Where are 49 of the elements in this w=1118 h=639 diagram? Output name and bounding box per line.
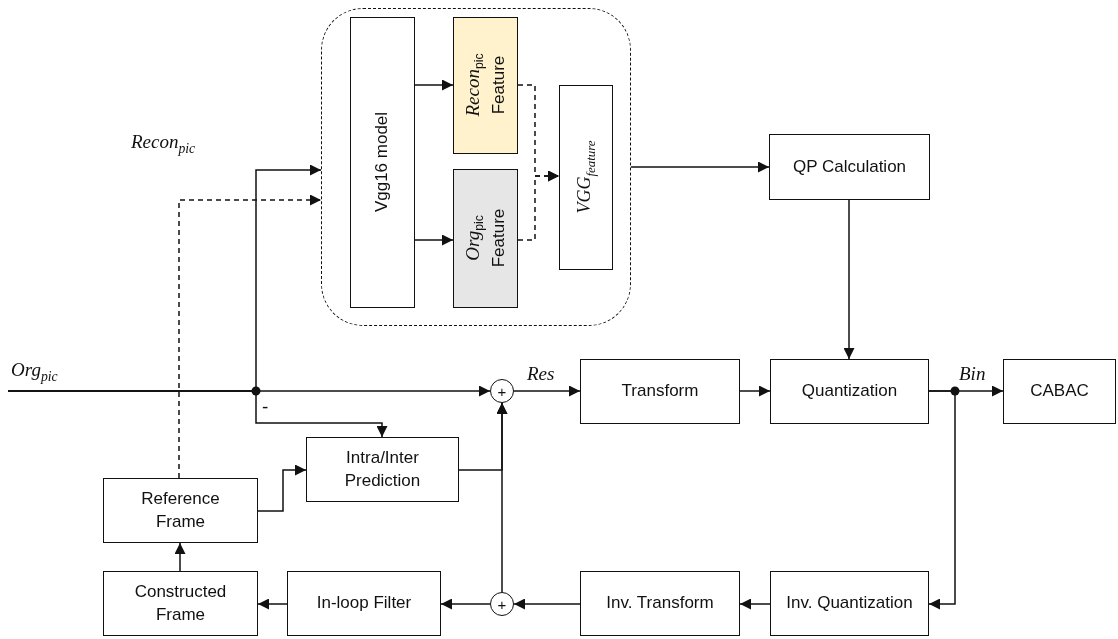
arrow xyxy=(7,390,388,438)
arrow xyxy=(440,598,491,610)
arrow xyxy=(739,385,771,397)
feature-box xyxy=(452,16,518,154)
node-label: QP Calculation xyxy=(792,155,907,178)
node-label: Constructed Frame xyxy=(133,580,228,626)
node-label: Reference Frame xyxy=(140,487,221,533)
arrow xyxy=(496,402,508,593)
process-box xyxy=(769,134,930,200)
node-label: Transform xyxy=(621,380,699,403)
process-box xyxy=(306,437,459,502)
arrow xyxy=(257,598,288,610)
process-box xyxy=(580,359,740,424)
dashed-group-box xyxy=(321,8,631,326)
node-label: Vgg16 model xyxy=(370,111,392,213)
node-label: Inv. Quantization xyxy=(786,592,913,615)
node-label: Quantization xyxy=(801,380,898,403)
arrow xyxy=(928,390,956,610)
arrow xyxy=(513,385,581,397)
node-label: CABAC xyxy=(1030,380,1089,403)
process-box xyxy=(770,571,929,636)
feature-box xyxy=(558,84,613,270)
plus-sign: + xyxy=(497,383,507,399)
process-box xyxy=(770,359,929,424)
arrow xyxy=(843,199,855,360)
node-label: Inv. Transform xyxy=(606,592,714,615)
process-box xyxy=(103,571,258,636)
arrow xyxy=(414,79,454,91)
process-box xyxy=(1003,359,1116,424)
edge-label: Org$_{pic}$ xyxy=(10,360,59,384)
process-box xyxy=(580,571,740,636)
process-box xyxy=(287,571,441,636)
node-label: Intra/Inter Prediction xyxy=(343,446,422,492)
plus-sign: + xyxy=(497,596,507,612)
sum-node xyxy=(490,379,514,403)
arrow xyxy=(174,542,186,572)
arrow xyxy=(414,234,454,246)
arrow xyxy=(517,170,560,241)
node-label: In-loop Filter xyxy=(316,592,412,615)
arrow xyxy=(257,464,307,512)
process-box xyxy=(349,16,415,308)
feature-box xyxy=(452,168,518,308)
process-box xyxy=(103,478,258,543)
arrow xyxy=(630,161,770,173)
edge-label: Recon$_{pic}$ xyxy=(130,132,197,156)
arrow xyxy=(178,194,322,479)
arrow xyxy=(739,598,771,610)
arrow xyxy=(513,598,581,610)
sum-node xyxy=(490,592,514,616)
